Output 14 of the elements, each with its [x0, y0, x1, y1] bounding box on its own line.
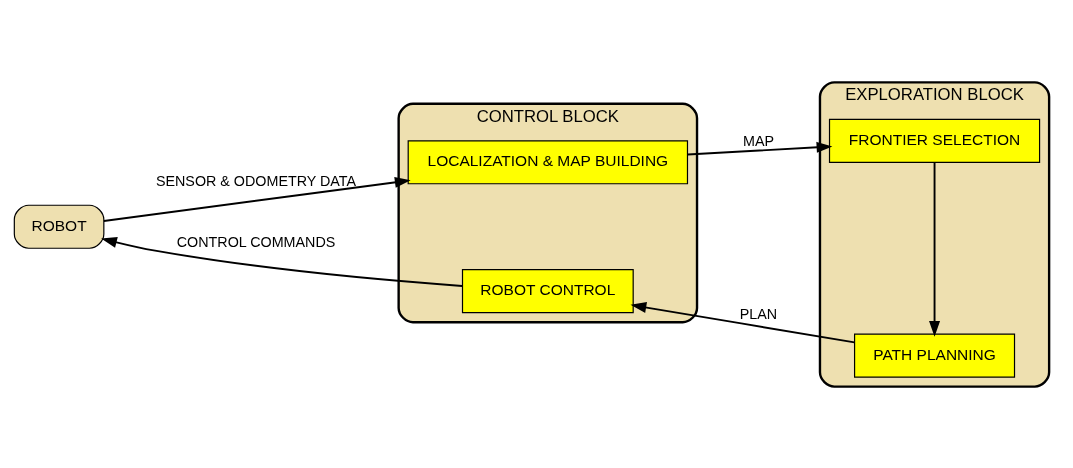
arrow — [929, 160, 941, 337]
node-box: LOCALIZATION & MAP BUILDING — [407, 139, 689, 184]
node-box: PATH PLANNING — [854, 333, 1016, 378]
edge-label: PLAN — [739, 305, 778, 322]
edge-label: CONTROL COMMANDS — [176, 233, 336, 250]
edge-label: SENSOR & ODOMETRY DATA — [155, 172, 357, 189]
node-box: ROBOT — [13, 204, 105, 249]
arrow — [101, 236, 464, 287]
arrow — [102, 176, 411, 222]
arrow — [630, 301, 856, 343]
edge-label: MAP — [742, 132, 775, 149]
arrow — [686, 141, 833, 155]
node-box: ROBOT CONTROL — [461, 268, 634, 313]
node-box: FRONTIER SELECTION — [828, 118, 1041, 163]
